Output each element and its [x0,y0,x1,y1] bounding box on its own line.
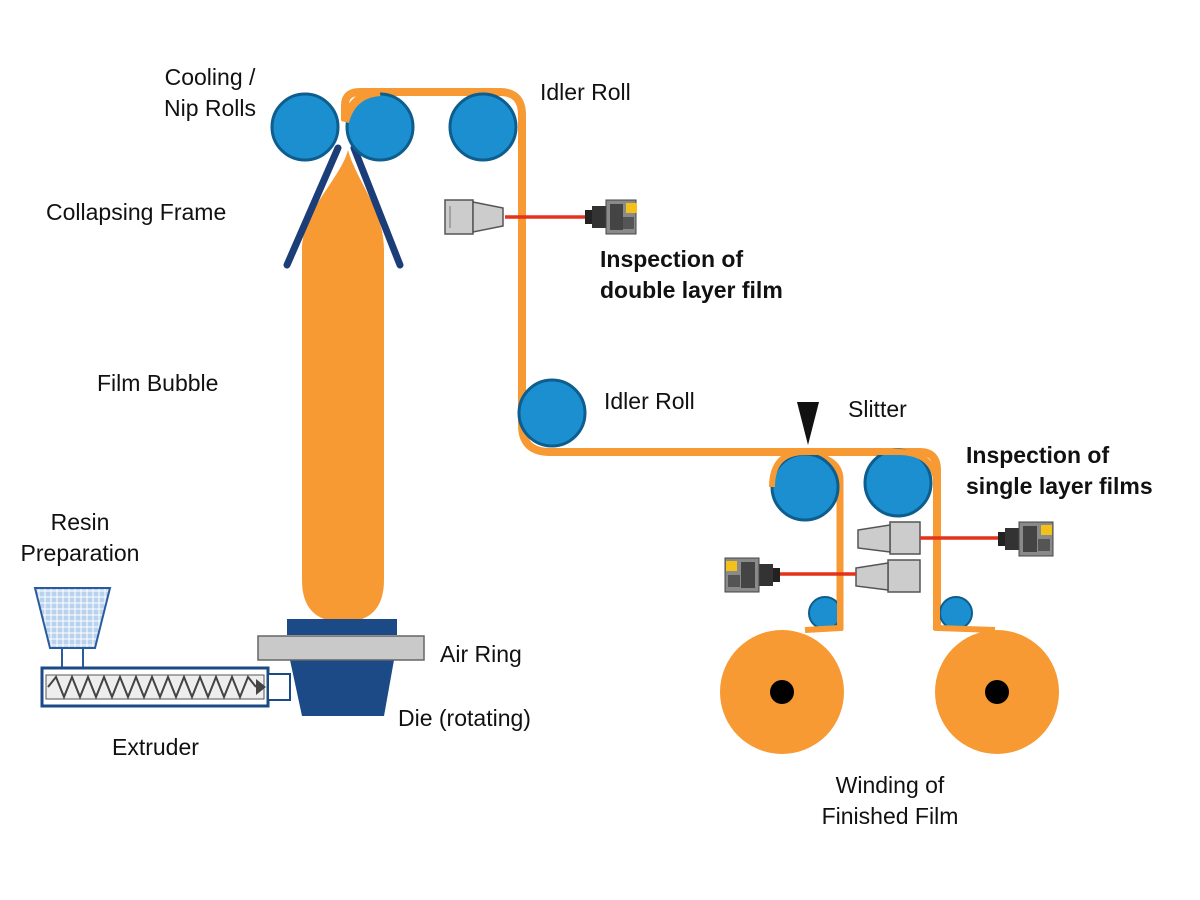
idler-roll-mid-label: Idler Roll [604,388,695,414]
cooling-nip-label-line1: Cooling / [164,64,256,90]
idler-roll-top [448,92,518,162]
inspection-single-line1: Inspection of [966,442,1110,468]
idler-roll-top-label: Idler Roll [540,79,631,105]
film-to-winder-right [934,600,996,633]
film-bubble-label: Film Bubble [97,370,219,396]
resin-preparation-label: Resin Preparation [0,507,160,569]
winding-label-line1: Winding of [835,772,945,798]
inspection-single-line2: single layer films [966,473,1153,499]
inspection-single-label: Inspection of single layer films [966,440,1153,502]
winding-label: Winding of Finished Film [790,770,990,832]
film-bubble [302,150,384,622]
extruder-label: Extruder [112,734,199,760]
collapsing-frame-right [350,144,404,269]
line-scan-camera-icon [724,557,780,593]
winding-roll-left [720,630,844,754]
line-scan-camera-icon [998,521,1054,557]
die [287,619,397,716]
film-web [341,88,941,630]
light-emitter-icon [855,559,921,593]
cooling-nip-label-line2: Nip Rolls [163,95,257,121]
air-ring-label: Air Ring [440,641,522,667]
small-roll-right [939,596,973,630]
cooling-nip-label: Cooling / Nip Rolls [140,62,280,124]
collapsing-frame-left [283,144,342,269]
nip-roll-left [270,92,340,162]
inspection-double-line2: double layer film [600,277,783,303]
air-ring [257,635,425,661]
slitter-label: Slitter [848,396,907,422]
film-to-winder-left [804,600,843,633]
light-emitter-icon [857,521,921,555]
resin-label-line2: Preparation [20,540,140,566]
small-roll-left [808,596,842,630]
line-scan-camera-icon [585,199,637,235]
collapsing-frame [283,144,404,269]
winding-roll-right [935,630,1059,754]
inspection-double-line1: Inspection of [600,246,744,272]
light-emitter-icon [444,199,504,235]
slit-roll-left [770,452,840,522]
resin-label-line1: Resin [50,509,110,535]
collapsing-frame-label: Collapsing Frame [46,199,227,225]
slitter-blade-icon [797,402,819,445]
resin-hopper [33,587,112,669]
winding-label-line2: Finished Film [821,803,959,829]
film-web-over-slit-rolls [769,449,940,491]
double-layer-inspection [444,199,637,235]
single-layer-inspection [724,521,1054,593]
die-label: Die (rotating) [398,705,531,731]
idler-roll-mid [517,378,587,448]
inspection-double-label: Inspection of double layer film [600,244,783,306]
film-web-main [341,88,941,630]
film-web-over-nip [341,88,381,124]
extruder-barrel [40,666,291,708]
